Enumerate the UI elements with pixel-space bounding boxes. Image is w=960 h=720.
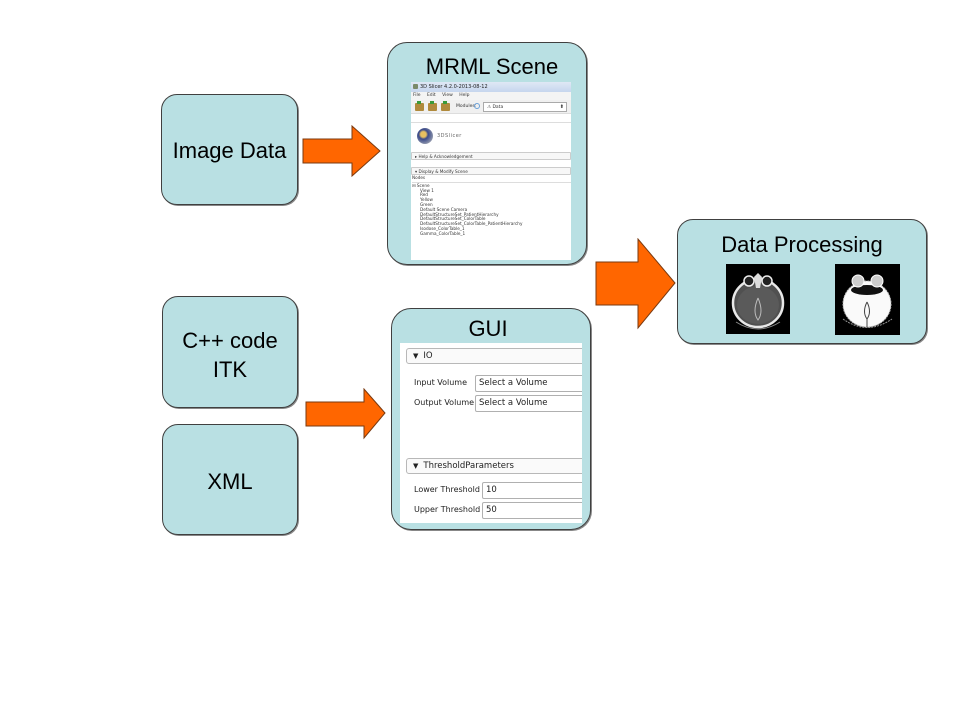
tree-item[interactable]: Green bbox=[420, 201, 433, 207]
tree-item[interactable]: Red bbox=[420, 192, 428, 198]
modules-label: Modules: bbox=[456, 104, 477, 109]
slicer-logo-icon bbox=[417, 128, 433, 144]
lower-threshold-input[interactable]: 10 bbox=[482, 482, 582, 499]
section-label: Display & Modify Scene bbox=[418, 169, 468, 174]
gui-panel-screenshot: ▼ IO Input Volume Select a Volume Output … bbox=[400, 343, 582, 523]
output-volume-label: Output Volume bbox=[414, 398, 475, 407]
tree-item[interactable]: Isodose_ColorTable_1 bbox=[420, 225, 465, 231]
tree-header: Nodes bbox=[412, 175, 571, 183]
lower-threshold-row: Lower Threshold 10 bbox=[400, 481, 582, 499]
cpp-code-label: C++ code bbox=[182, 328, 278, 353]
arrow-to-data-processing bbox=[595, 238, 677, 330]
slicer-logo: 3DSlicer bbox=[411, 123, 571, 151]
ct-scan-thresholded-image bbox=[835, 264, 900, 335]
slicer-blank-bar bbox=[411, 114, 571, 123]
itk-label: ITK bbox=[212, 357, 248, 382]
module-search-icon[interactable] bbox=[474, 103, 480, 109]
xml-box: XML bbox=[162, 424, 298, 535]
slicer-logo-text: 3DSlicer bbox=[437, 133, 462, 139]
output-volume-row: Output Volume Select a Volume bbox=[400, 394, 582, 412]
lower-threshold-label: Lower Threshold bbox=[414, 485, 480, 494]
slicer-title: 3D Slicer 4.2.0-2013-08-12 bbox=[420, 84, 488, 90]
upper-threshold-input[interactable]: 50 bbox=[482, 502, 582, 519]
module-selected: ⚠ Data bbox=[487, 105, 504, 110]
arrow-code-to-gui bbox=[305, 388, 387, 440]
io-section-label: IO bbox=[423, 351, 433, 361]
tree-item[interactable]: View 1 bbox=[420, 187, 434, 193]
threshold-section-label: ThresholdParameters bbox=[423, 461, 514, 471]
menu-help[interactable]: Help bbox=[459, 93, 470, 98]
scene-tree: Nodes ⊟ Scene View 1 Red Yellow Green De… bbox=[411, 175, 571, 237]
tree-item[interactable]: DefaultStructureSet_ColorTable bbox=[420, 216, 486, 222]
menu-file[interactable]: File bbox=[413, 93, 421, 98]
input-volume-label: Input Volume bbox=[414, 378, 468, 387]
display-modify-scene-section[interactable]: ▾ Display & Modify Scene bbox=[411, 167, 571, 175]
slicer-app-icon bbox=[413, 84, 418, 89]
cpp-code-box: C++ code ITK bbox=[162, 296, 298, 408]
tree-root[interactable]: ⊟ Scene bbox=[412, 182, 430, 188]
image-data-label: Image Data bbox=[172, 138, 287, 163]
slicer-window-screenshot: 3D Slicer 4.2.0-2013-08-12 File Edit Vie… bbox=[411, 82, 571, 260]
slicer-toolbar: Modules: ⚠ Data ⬍ bbox=[411, 100, 571, 114]
expanded-arrow-icon: ▼ bbox=[413, 462, 419, 470]
io-section-header[interactable]: ▼ IO bbox=[406, 348, 582, 364]
collapsed-arrow-icon: ▸ bbox=[415, 154, 419, 159]
gui-label: GUI bbox=[468, 316, 508, 341]
save-icon[interactable] bbox=[441, 101, 450, 111]
upper-threshold-label: Upper Threshold bbox=[414, 505, 481, 514]
input-volume-row: Input Volume Select a Volume bbox=[400, 374, 582, 392]
expanded-arrow-icon: ▼ bbox=[413, 352, 419, 360]
slicer-menu-bar: File Edit View Help bbox=[411, 92, 571, 100]
spin-arrows-icon: ⬍ bbox=[559, 104, 564, 110]
upper-threshold-row: Upper Threshold 50 bbox=[400, 501, 582, 519]
tree-item[interactable]: DefaultStructureSet_ColorTable_PatientHi… bbox=[420, 221, 523, 227]
output-volume-select[interactable]: Select a Volume bbox=[475, 395, 582, 412]
expanded-arrow-icon: ▾ bbox=[415, 169, 419, 174]
threshold-section-header[interactable]: ▼ ThresholdParameters bbox=[406, 458, 582, 474]
tree-item[interactable]: Default Scene Camera bbox=[420, 206, 468, 212]
tree-item[interactable]: Yellow bbox=[420, 197, 433, 203]
collapse-icon[interactable]: ⊟ bbox=[412, 182, 417, 188]
section-label: Help & Acknowledgement bbox=[418, 154, 473, 159]
ct-scan-original-image bbox=[726, 264, 790, 334]
tree-item[interactable]: Gamma_ColorTable_1 bbox=[420, 230, 466, 236]
data-processing-label: Data Processing bbox=[721, 232, 883, 257]
slicer-title-bar: 3D Slicer 4.2.0-2013-08-12 bbox=[411, 82, 571, 92]
load-dicom-icon[interactable] bbox=[428, 101, 437, 111]
arrow-image-data-to-mrml bbox=[302, 125, 382, 177]
mrml-scene-label: MRML Scene bbox=[425, 54, 559, 79]
image-data-box: Image Data bbox=[161, 94, 298, 205]
help-acknowledgement-section[interactable]: ▸ Help & Acknowledgement bbox=[411, 152, 571, 160]
menu-edit[interactable]: Edit bbox=[426, 93, 436, 98]
menu-view[interactable]: View bbox=[442, 93, 453, 98]
load-data-icon[interactable] bbox=[415, 101, 424, 111]
xml-label: XML bbox=[207, 469, 253, 494]
tree-item[interactable]: DefaultStructureSet_PatientHierarchy bbox=[420, 211, 499, 217]
input-volume-select[interactable]: Select a Volume bbox=[475, 375, 582, 392]
module-selector[interactable]: ⚠ Data ⬍ bbox=[483, 102, 567, 112]
